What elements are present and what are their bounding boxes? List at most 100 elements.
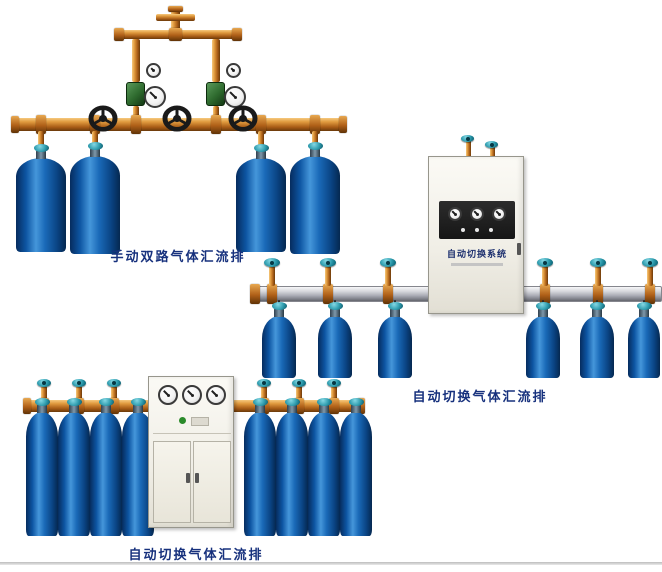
door-handle bbox=[186, 473, 190, 483]
pressure-gauge bbox=[492, 207, 506, 221]
photo-manual-dual-manifold: 手动双路气体汇流排 bbox=[8, 6, 348, 264]
pressure-regulator bbox=[206, 82, 225, 106]
control-cabinet bbox=[148, 376, 234, 528]
pipe-fitting bbox=[250, 284, 260, 304]
pressure-gauge bbox=[226, 63, 241, 78]
pipe-fitting bbox=[109, 398, 119, 414]
pipe-fitting bbox=[168, 6, 183, 12]
gas-cylinder bbox=[378, 302, 412, 378]
brass-pipe bbox=[261, 386, 267, 402]
cabinet-subtext bbox=[451, 263, 503, 266]
brass-pipe bbox=[385, 266, 391, 286]
brass-pipe bbox=[156, 14, 195, 21]
pipe-fitting bbox=[23, 398, 31, 414]
pipe-fitting bbox=[211, 115, 221, 134]
product-caption: 自动切换气体汇流排 bbox=[412, 389, 548, 404]
brass-pipe bbox=[76, 386, 82, 402]
brass-pipe bbox=[269, 266, 275, 286]
product-caption: 手动双路气体汇流排 bbox=[110, 249, 246, 264]
brass-pipe bbox=[595, 266, 601, 286]
brass-pipe bbox=[132, 39, 140, 82]
door-handle bbox=[195, 473, 199, 483]
pressure-gauge bbox=[224, 86, 246, 108]
pressure-gauge bbox=[182, 385, 202, 405]
valve-wheel bbox=[264, 258, 280, 267]
pipe-fitting bbox=[357, 398, 365, 414]
page-divider bbox=[0, 562, 662, 565]
valve-wheel bbox=[257, 379, 271, 387]
gas-cylinder bbox=[526, 302, 560, 378]
pipe-fitting bbox=[36, 115, 46, 134]
valve-wheel bbox=[107, 379, 121, 387]
valve-wheel bbox=[320, 258, 336, 267]
brass-pipe bbox=[213, 106, 219, 119]
pressure-gauge bbox=[206, 385, 226, 405]
control-cabinet: 自动切换系统 bbox=[428, 156, 524, 314]
pipe-fitting bbox=[310, 115, 320, 134]
pipe-fitting bbox=[114, 28, 124, 41]
pipe-fitting bbox=[131, 115, 141, 134]
valve-wheel bbox=[485, 141, 498, 148]
gas-cylinder bbox=[276, 398, 308, 536]
gas-cylinder bbox=[340, 398, 372, 536]
pipe-fitting bbox=[540, 284, 550, 304]
brass-pipe bbox=[325, 266, 331, 286]
valve-wheel bbox=[642, 258, 658, 267]
cabinet-door bbox=[193, 441, 231, 523]
brass-pipe bbox=[647, 266, 653, 286]
valve-wheel bbox=[537, 258, 553, 267]
cabinet-door bbox=[153, 441, 191, 523]
pipe-fitting bbox=[329, 398, 339, 414]
pressure-gauge bbox=[146, 63, 161, 78]
indicator-light bbox=[475, 228, 479, 232]
pipe-fitting bbox=[169, 28, 182, 41]
brass-pipe bbox=[296, 386, 302, 402]
gas-cylinder bbox=[70, 142, 120, 254]
gas-cylinder bbox=[290, 142, 340, 254]
brass-pipe bbox=[490, 146, 495, 158]
pressure-gauge bbox=[448, 207, 462, 221]
gas-cylinder bbox=[580, 302, 614, 378]
panel-divider bbox=[153, 433, 231, 434]
gas-cylinder bbox=[236, 144, 286, 252]
pipe-fitting bbox=[593, 284, 603, 304]
pipe-fitting bbox=[294, 398, 304, 414]
pressure-gauge bbox=[144, 86, 166, 108]
valve-wheel bbox=[37, 379, 51, 387]
pipe-fitting bbox=[74, 398, 84, 414]
gas-cylinder bbox=[628, 302, 660, 378]
brass-pipe bbox=[466, 140, 471, 158]
valve-wheel bbox=[461, 135, 474, 142]
brass-pipe bbox=[133, 106, 139, 119]
indicator-light bbox=[461, 228, 465, 232]
pressure-gauge bbox=[158, 385, 178, 405]
valve-wheel bbox=[72, 379, 86, 387]
pressure-regulator bbox=[126, 82, 145, 106]
gas-cylinder bbox=[262, 302, 296, 378]
gas-cylinder bbox=[244, 398, 276, 536]
valve-handwheel bbox=[88, 105, 118, 132]
gas-cylinder bbox=[318, 302, 352, 378]
pipe-fitting bbox=[339, 116, 347, 133]
indicator-light bbox=[489, 228, 493, 232]
cabinet-handle bbox=[517, 243, 521, 255]
pipe-fitting bbox=[645, 284, 655, 304]
cabinet-title: 自动切换系统 bbox=[446, 249, 507, 259]
brass-pipe bbox=[41, 386, 47, 402]
gas-cylinder bbox=[16, 144, 66, 252]
pipe-fitting bbox=[267, 284, 277, 304]
photo-auto-switch-floor: 自动切换气体汇流排 bbox=[18, 374, 374, 566]
valve-wheel bbox=[590, 258, 606, 267]
photo-auto-switch-wall: 自动切换系统 自动切换气体汇流排 bbox=[250, 135, 662, 410]
label-plate bbox=[191, 417, 209, 426]
pipe-fitting bbox=[383, 284, 393, 304]
gas-cylinder bbox=[58, 398, 90, 536]
valve-handwheel bbox=[228, 105, 258, 132]
valve-handwheel bbox=[162, 105, 192, 132]
brass-pipe bbox=[542, 266, 548, 286]
pipe-fitting bbox=[323, 284, 333, 304]
gas-cylinder bbox=[90, 398, 122, 536]
brass-pipe bbox=[212, 39, 220, 82]
valve-wheel bbox=[380, 258, 396, 267]
pipe-fitting bbox=[11, 116, 19, 133]
